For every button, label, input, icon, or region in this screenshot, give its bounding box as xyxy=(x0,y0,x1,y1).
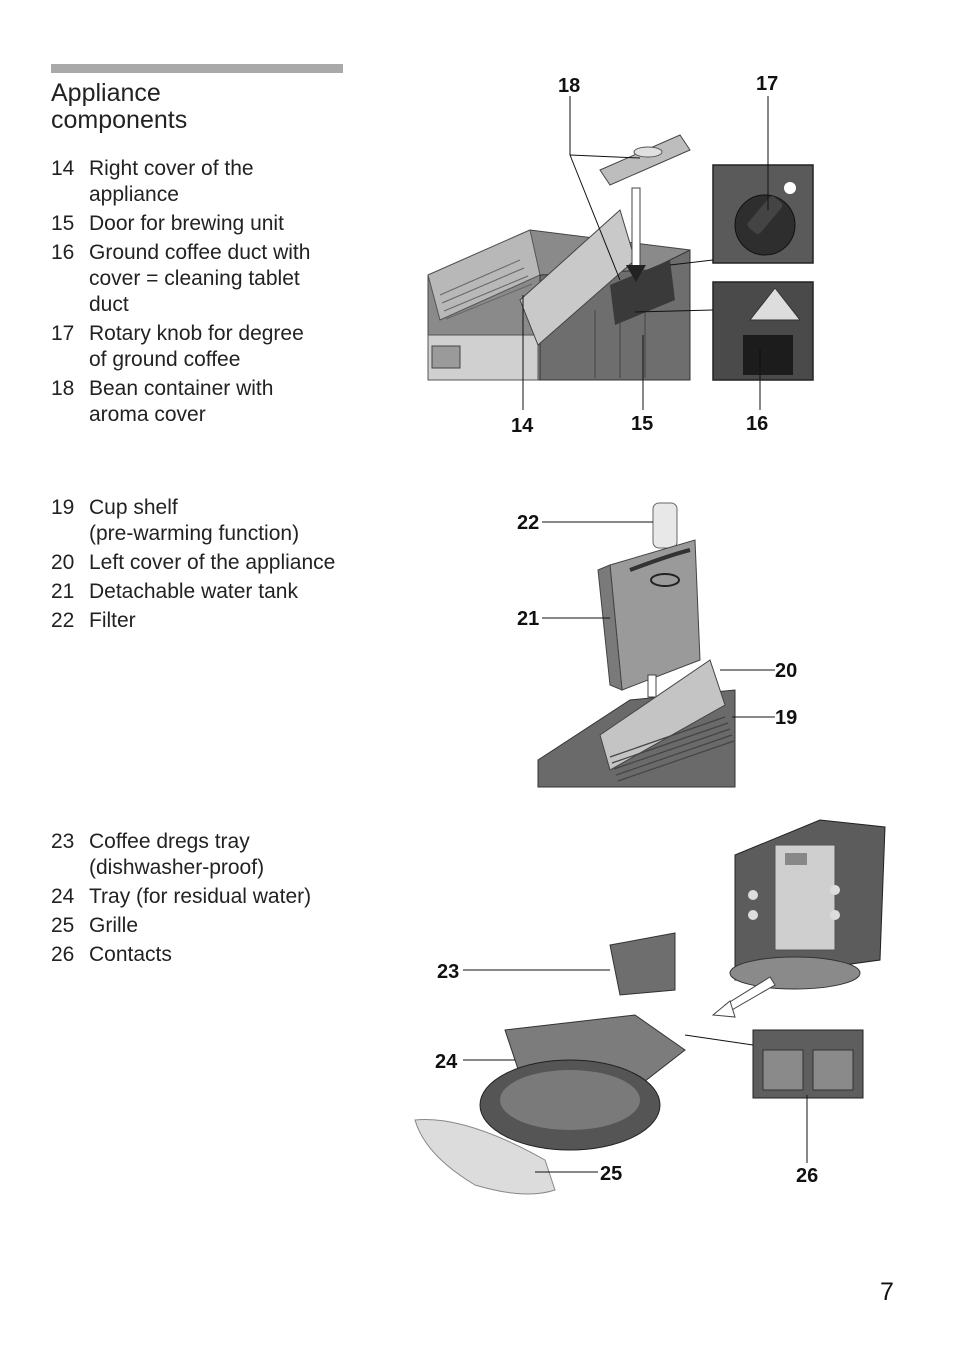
item-text: Tray (for residual water) xyxy=(89,884,371,910)
item-line: Right cover of the xyxy=(89,157,254,180)
section-rule xyxy=(51,64,343,73)
item-number: 15 xyxy=(51,212,75,235)
item-line: aroma cover xyxy=(89,403,206,426)
callout-18: 18 xyxy=(558,75,580,97)
callout-16: 16 xyxy=(746,413,768,435)
item-line: Door for brewing unit xyxy=(89,212,284,235)
item-line: Detachable water tank xyxy=(89,580,298,603)
callout-24: 24 xyxy=(435,1051,458,1073)
list-item: 17 Rotary knob for degree of ground coff… xyxy=(51,321,371,373)
item-line: Ground coffee duct with xyxy=(89,241,311,264)
item-line: of ground coffee xyxy=(89,348,241,371)
item-number: 26 xyxy=(51,943,75,966)
component-list-2: 19 Cup shelf (pre-warming function) 20 L… xyxy=(51,495,371,637)
list-item: 19 Cup shelf (pre-warming function) xyxy=(51,495,371,547)
heading-line-2: components xyxy=(51,106,188,134)
item-text: Door for brewing unit xyxy=(89,211,371,237)
item-line: Left cover of the appliance xyxy=(89,551,336,574)
list-item: 14 Right cover of the appliance xyxy=(51,156,371,208)
item-line: cover = cleaning tablet xyxy=(89,267,300,290)
item-text: Detachable water tank xyxy=(89,579,371,605)
item-number: 25 xyxy=(51,914,75,937)
list-item: 15 Door for brewing unit xyxy=(51,211,371,237)
list-item: 23 Coffee dregs tray (dishwasher-proof) xyxy=(51,829,371,881)
item-line: Contacts xyxy=(89,943,172,966)
figure-top-illustration: 18 17 14 15 16 xyxy=(427,73,814,437)
list-item: 16 Ground coffee duct with cover = clean… xyxy=(51,240,371,318)
item-line: (pre-warming function) xyxy=(89,522,300,545)
callout-15: 15 xyxy=(631,413,653,435)
callout-22: 22 xyxy=(517,512,539,534)
item-text: Right cover of the appliance xyxy=(89,156,371,208)
callout-14: 14 xyxy=(511,415,534,437)
item-text: Grille xyxy=(89,913,371,939)
item-text: Contacts xyxy=(89,942,371,968)
item-text: Left cover of the appliance xyxy=(89,550,371,576)
callout-21: 21 xyxy=(517,608,539,630)
list-item: 24 Tray (for residual water) xyxy=(51,884,371,910)
item-line: Coffee dregs tray xyxy=(89,830,250,853)
item-number: 24 xyxy=(51,885,75,908)
list-item: 18 Bean container with aroma cover xyxy=(51,376,371,428)
item-text: Cup shelf (pre-warming function) xyxy=(89,495,371,547)
figure-bottom-illustration: 23 24 25 26 xyxy=(414,819,886,1195)
item-text: Bean container with aroma cover xyxy=(89,376,371,428)
component-list-3: 23 Coffee dregs tray (dishwasher-proof) … xyxy=(51,829,371,971)
list-item: 21 Detachable water tank xyxy=(51,579,371,605)
callout-19: 19 xyxy=(775,707,797,729)
item-line: Grille xyxy=(89,914,139,937)
item-number: 14 xyxy=(51,157,75,180)
item-line: Cup shelf xyxy=(89,496,178,519)
item-number: 23 xyxy=(51,830,75,853)
item-number: 17 xyxy=(51,322,75,345)
callout-17: 17 xyxy=(756,73,778,95)
item-text: Coffee dregs tray (dishwasher-proof) xyxy=(89,829,371,881)
item-line: duct xyxy=(89,293,129,316)
section-heading: Appliance components xyxy=(51,80,351,134)
item-number: 21 xyxy=(51,580,75,603)
figure-middle-illustration: 22 21 20 19 xyxy=(517,502,797,788)
item-number: 20 xyxy=(51,551,75,574)
item-line: Tray (for residual water) xyxy=(89,885,312,908)
heading-line-1: Appliance xyxy=(51,79,161,107)
item-line: Rotary knob for degree xyxy=(89,322,304,345)
callout-20: 20 xyxy=(775,660,797,682)
item-text: Rotary knob for degree of ground coffee xyxy=(89,321,371,373)
list-item: 25 Grille xyxy=(51,913,371,939)
list-item: 26 Contacts xyxy=(51,942,371,968)
item-line: Filter xyxy=(89,609,136,632)
component-list-1: 14 Right cover of the appliance 15 Door … xyxy=(51,156,371,431)
item-text: Ground coffee duct with cover = cleaning… xyxy=(89,240,371,318)
item-line: appliance xyxy=(89,183,179,206)
item-number: 18 xyxy=(51,377,75,400)
item-line: Bean container with xyxy=(89,377,274,400)
callout-23: 23 xyxy=(437,961,459,983)
callout-26: 26 xyxy=(796,1165,818,1187)
item-number: 22 xyxy=(51,609,75,632)
list-item: 20 Left cover of the appliance xyxy=(51,550,371,576)
callout-25: 25 xyxy=(600,1163,622,1185)
item-text: Filter xyxy=(89,608,371,634)
page-number: 7 xyxy=(880,1278,894,1306)
item-number: 19 xyxy=(51,496,75,519)
list-item: 22 Filter xyxy=(51,608,371,634)
item-line: (dishwasher-proof) xyxy=(89,856,265,879)
item-number: 16 xyxy=(51,241,75,264)
